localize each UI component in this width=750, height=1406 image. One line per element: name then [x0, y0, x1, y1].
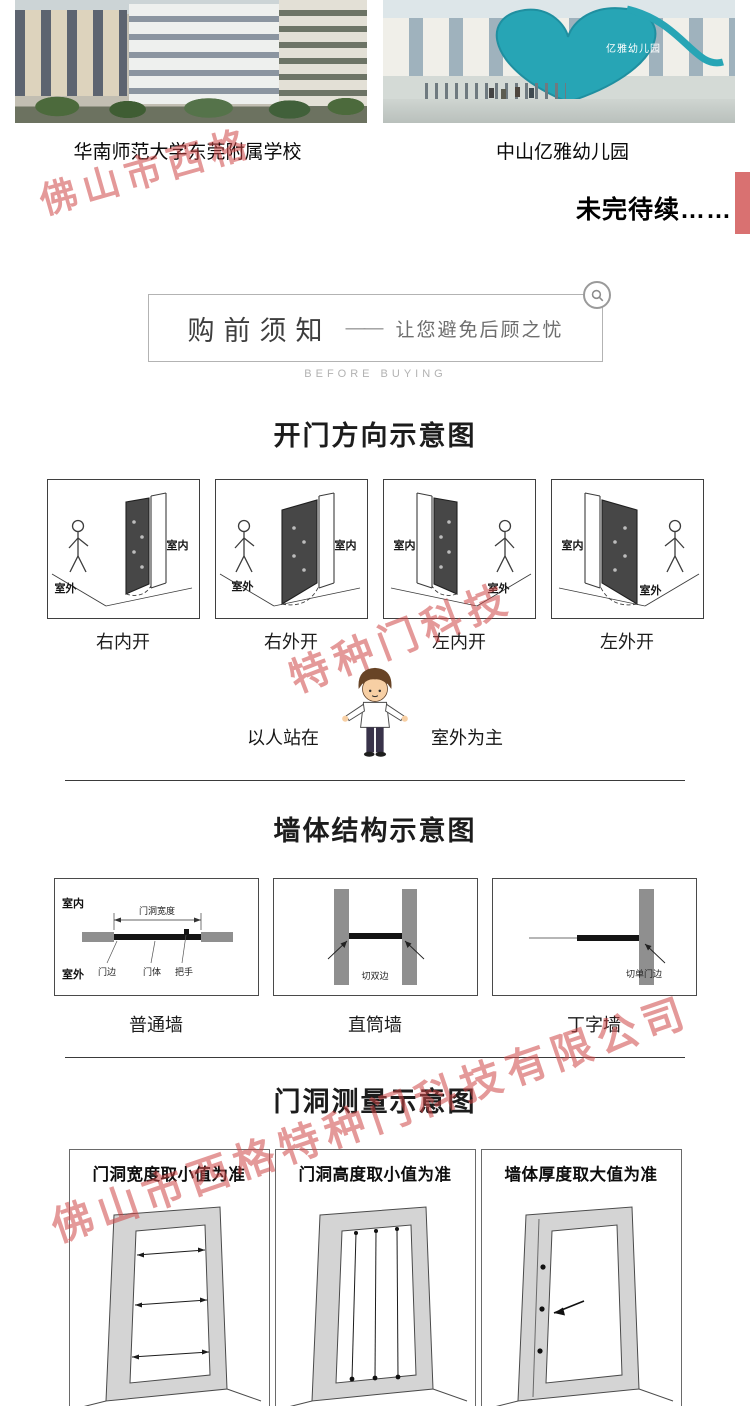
normal-wall-diagram: 室内 室外 门洞宽度 门边 门体 把: [53, 878, 259, 996]
width-label: 门洞宽度: [138, 905, 174, 916]
before-buying-header: 购前须知 —— 让您避免后顾之忧 BEFORE BUYING: [148, 281, 611, 380]
kindergarten-case-photo[interactable]: 亿雅幼儿园: [383, 0, 735, 123]
school-case-photo[interactable]: [15, 0, 367, 123]
door-diagram-svg: [558, 492, 699, 607]
measure-height-svg: [289, 1206, 467, 1406]
measurement-diagrams: 门洞宽度取小值为准 门: [0, 1149, 750, 1406]
wall-structure-item: 切双边 直筒墙: [272, 878, 478, 1037]
outdoor-label: 室外: [54, 583, 77, 595]
note-prefix: 以人站在: [247, 728, 319, 748]
magnifier-icon[interactable]: [583, 281, 611, 309]
outdoor-label: 室外: [62, 967, 84, 981]
notice-subtitle: 让您避免后顾之忧: [395, 320, 564, 341]
door-direction-label: 右外开: [264, 632, 318, 652]
trees: [15, 93, 367, 123]
measure-height-diagram: 门洞高度取小值为准: [274, 1149, 476, 1406]
wall-type-label: 普通墙: [129, 1015, 183, 1035]
door-direction-diagrams: 室内 室外 右内开: [0, 479, 750, 654]
cut-both-sides-label: 切双边: [361, 971, 388, 981]
measure-width-diagram: 门洞宽度取小值为准: [68, 1149, 270, 1406]
door-direction-item: 室内 室外 右内开: [46, 479, 200, 654]
section-title-door-measurement: 门洞测量示意图: [273, 1087, 477, 1117]
building: [129, 4, 279, 104]
section-title-door-direction: 开门方向示意图: [273, 421, 477, 451]
case-photo-row: 亿雅幼儿园: [0, 0, 750, 123]
indoor-label: 室内: [393, 540, 416, 552]
watermark-fragment: [735, 172, 750, 234]
wall-structure-item: 切单门边 丁字墙: [491, 878, 697, 1037]
photo-caption-right: 中山亿雅幼儿园: [495, 142, 629, 163]
door-body-label: 门体: [143, 966, 161, 977]
door-direction-item: 室内 室外 左外开: [550, 479, 704, 654]
wall-type-label: 直筒墙: [348, 1015, 402, 1035]
door-direction-item: 室内 室外 右外开: [214, 479, 368, 654]
wall-structure-diagrams: 室内 室外 门洞宽度 门边 门体 把: [0, 878, 750, 1037]
kindergarten-sign-text: 亿雅幼儿园: [606, 44, 661, 55]
outdoor-label: 室外: [231, 581, 254, 593]
door-diagram-svg: [51, 492, 192, 607]
section-title-wall-structure: 墙体结构示意图: [273, 816, 477, 846]
retractable-gate: [425, 83, 567, 99]
notice-title-row: 购前须知 —— 让您避免后顾之忧: [149, 309, 602, 348]
viewpoint-note: 以人站在 室外为主: [0, 662, 750, 760]
notice-title: 购前须知: [187, 316, 332, 346]
door-diagram-left-outward: 室内 室外: [550, 479, 704, 619]
wall-type-label: 丁字墙: [567, 1015, 621, 1035]
dash-separator: ——: [345, 317, 383, 339]
door-diagram-left-inward: 室内 室外: [382, 479, 536, 619]
door-direction-label: 左外开: [600, 632, 654, 652]
measure-thickness-svg: [495, 1206, 673, 1406]
wall-structure-item: 室内 室外 门洞宽度 门边 门体 把: [53, 878, 259, 1037]
outdoor-label: 室外: [639, 585, 662, 597]
measure-rule-title: 门洞高度取小值为准: [298, 1166, 452, 1184]
straight-wall-diagram: 切双边: [272, 878, 478, 996]
measure-thickness-diagram: 墙体厚度取大值为准: [480, 1149, 682, 1406]
door-edge-label: 门边: [98, 966, 116, 977]
door-diagram-svg: [219, 492, 360, 607]
section-divider: [65, 1057, 685, 1058]
note-suffix: 室外为主: [431, 728, 503, 748]
indoor-label: 室内: [62, 896, 84, 910]
measure-rule-title: 门洞宽度取小值为准: [92, 1166, 246, 1184]
measure-rule-title: 墙体厚度取大值为准: [504, 1166, 658, 1184]
door-diagram-right-outward: 室内 室外: [214, 479, 368, 619]
heart-sculpture: [496, 5, 724, 104]
door-direction-label: 右内开: [96, 632, 150, 652]
cartoon-person-icon: [342, 667, 408, 757]
door-direction-label: 左内开: [432, 632, 486, 652]
indoor-label: 室内: [561, 540, 584, 552]
cut-one-side-label: 切单门边: [626, 968, 662, 979]
tee-wall-diagram: 切单门边: [491, 878, 697, 996]
measure-width-svg: [83, 1206, 261, 1406]
to-be-continued-text: 未完待续……: [575, 196, 732, 224]
notice-subtitle-en: BEFORE BUYING: [304, 368, 447, 380]
ground: [383, 99, 735, 123]
section-divider: [65, 780, 685, 781]
people: [488, 88, 494, 98]
door-diagram-svg: [390, 492, 531, 607]
handle-label: 把手: [175, 966, 193, 977]
outdoor-label: 室外: [487, 583, 510, 595]
building: [279, 0, 367, 108]
door-direction-item: 室内 室外 左内开: [382, 479, 536, 654]
door-diagram-right-inward: 室内 室外: [46, 479, 200, 619]
building: [15, 10, 127, 96]
photo-captions: 华南师范大学东莞附属学校 中山亿雅幼儿园: [0, 137, 750, 164]
photo-caption-left: 华南师范大学东莞附属学校: [73, 142, 302, 163]
indoor-label: 室内: [334, 540, 357, 552]
indoor-label: 室内: [166, 540, 189, 552]
